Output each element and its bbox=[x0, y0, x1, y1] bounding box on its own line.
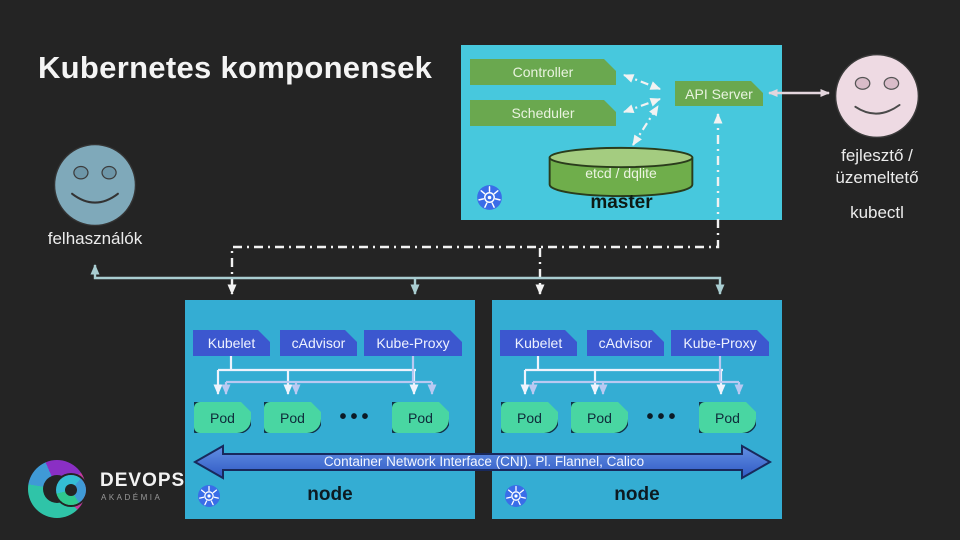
api-server-label: API Server bbox=[685, 85, 753, 102]
cadvisor-box: cAdvisor bbox=[280, 330, 357, 356]
cadvisor-label: cAdvisor bbox=[598, 335, 653, 351]
cni-banner-label: Container Network Interface (CNI). Pl. F… bbox=[323, 454, 645, 469]
kube-proxy-label: Kube-Proxy bbox=[683, 335, 757, 351]
cadvisor-box: cAdvisor bbox=[587, 330, 664, 356]
node-panel-2: Kubelet cAdvisor Kube-Proxy Pod Pod ••• … bbox=[492, 300, 782, 519]
brand-subtitle: AKADÉMIA bbox=[101, 493, 163, 502]
developer-label-line2: üzemeltető bbox=[835, 168, 919, 187]
kubelet-label: Kubelet bbox=[514, 335, 563, 351]
kube-proxy-label: Kube-Proxy bbox=[376, 335, 450, 351]
pod-label: Pod bbox=[587, 409, 612, 426]
pod-box: Pod bbox=[699, 402, 756, 433]
brand-name: DEVOPS bbox=[100, 470, 186, 491]
kube-proxy-box: Kube-Proxy bbox=[364, 330, 462, 356]
api-server-box: API Server bbox=[675, 81, 763, 106]
pod-label: Pod bbox=[408, 409, 433, 426]
node-label: node bbox=[307, 484, 353, 505]
pod-label: Pod bbox=[517, 409, 542, 426]
user-face-icon bbox=[53, 143, 137, 227]
pods-ellipsis: ••• bbox=[339, 406, 373, 428]
kubelet-box: Kubelet bbox=[193, 330, 270, 356]
pod-box: Pod bbox=[264, 402, 321, 433]
scheduler-box: Scheduler bbox=[470, 100, 616, 126]
kubelet-box: Kubelet bbox=[500, 330, 577, 356]
pod-label: Pod bbox=[280, 409, 305, 426]
developer-face-icon bbox=[834, 53, 920, 139]
devops-akademia-logo: DEVOPS AKADÉMIA bbox=[28, 458, 248, 524]
controller-box: Controller bbox=[470, 59, 616, 85]
pod-box: Pod bbox=[571, 402, 628, 433]
pods-ellipsis: ••• bbox=[646, 406, 680, 428]
controller-label: Controller bbox=[512, 64, 574, 80]
developer-label-line1: fejlesztő / bbox=[841, 146, 913, 165]
kubelet-label: Kubelet bbox=[207, 335, 256, 351]
master-panel: Controller Scheduler API Server etcd / d… bbox=[461, 45, 782, 220]
users-label: felhasználók bbox=[47, 229, 143, 248]
datastore-label: etcd / dqlite bbox=[585, 165, 657, 181]
kubernetes-logo-icon bbox=[505, 485, 527, 507]
scheduler-label: Scheduler bbox=[511, 105, 575, 121]
node-label: node bbox=[614, 484, 660, 505]
cadvisor-label: cAdvisor bbox=[291, 335, 346, 351]
pod-box: Pod bbox=[392, 402, 449, 433]
master-label: master bbox=[590, 192, 653, 213]
devops-logo-inner-icon bbox=[56, 475, 86, 505]
kubectl-label: kubectl bbox=[850, 203, 904, 222]
kubernetes-logo-icon bbox=[198, 485, 220, 507]
pod-label: Pod bbox=[210, 409, 235, 426]
pod-label: Pod bbox=[715, 409, 740, 426]
pod-box: Pod bbox=[501, 402, 558, 433]
page-title: Kubernetes komponensek bbox=[38, 50, 433, 85]
pod-box: Pod bbox=[194, 402, 251, 433]
kube-proxy-box: Kube-Proxy bbox=[671, 330, 769, 356]
kubernetes-logo-icon bbox=[477, 185, 502, 210]
developer-label: fejlesztő / üzemeltető bbox=[797, 145, 957, 189]
